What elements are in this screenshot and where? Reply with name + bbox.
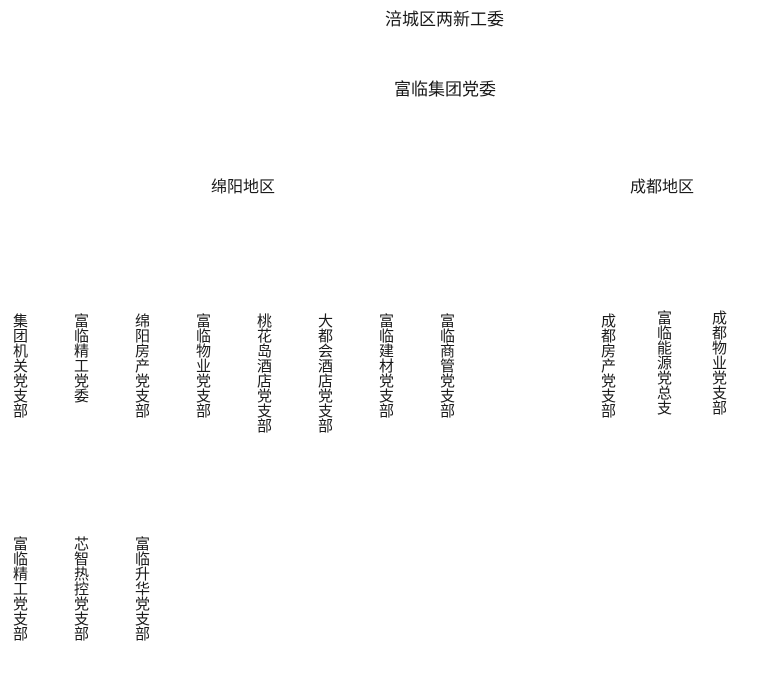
unit-node-chengdu-wuye: 成都物业党支部	[710, 310, 728, 415]
unit-node-fulin-wuye: 富临物业党支部	[194, 313, 212, 418]
subunit-node-fulin-jinggong: 富临精工党支部	[11, 536, 29, 641]
unit-node-taohuadao-jiudian: 桃花岛酒店党支部	[255, 313, 273, 433]
region-node-mianyang: 绵阳地区	[211, 177, 276, 196]
subunit-node-xinzhi-rekong: 芯智热控党支部	[72, 536, 90, 641]
unit-node-daduhui-jiudian: 大都会酒店党支部	[316, 313, 334, 433]
unit-node-fulin-jiancai: 富临建材党支部	[377, 313, 395, 418]
subunit-node-fulin-shenghua: 富临升华党支部	[133, 536, 151, 641]
unit-node-chengdu-fangchan: 成都房产党支部	[599, 313, 617, 418]
unit-node-jituan-jiguan: 集团机关党支部	[11, 313, 29, 418]
root-node: 涪城区两新工委	[385, 10, 504, 30]
unit-node-mianyang-fangchan: 绵阳房产党支部	[133, 313, 151, 418]
group-node: 富临集团党委	[394, 80, 496, 100]
region-node-chengdu: 成都地区	[630, 177, 695, 196]
unit-node-fulin-jinggong-weiyuan: 富临精工党委	[72, 313, 90, 403]
unit-node-fulin-nengyuan: 富临能源党总支	[655, 310, 673, 415]
unit-node-fulin-shangguan: 富临商管党支部	[438, 313, 456, 418]
